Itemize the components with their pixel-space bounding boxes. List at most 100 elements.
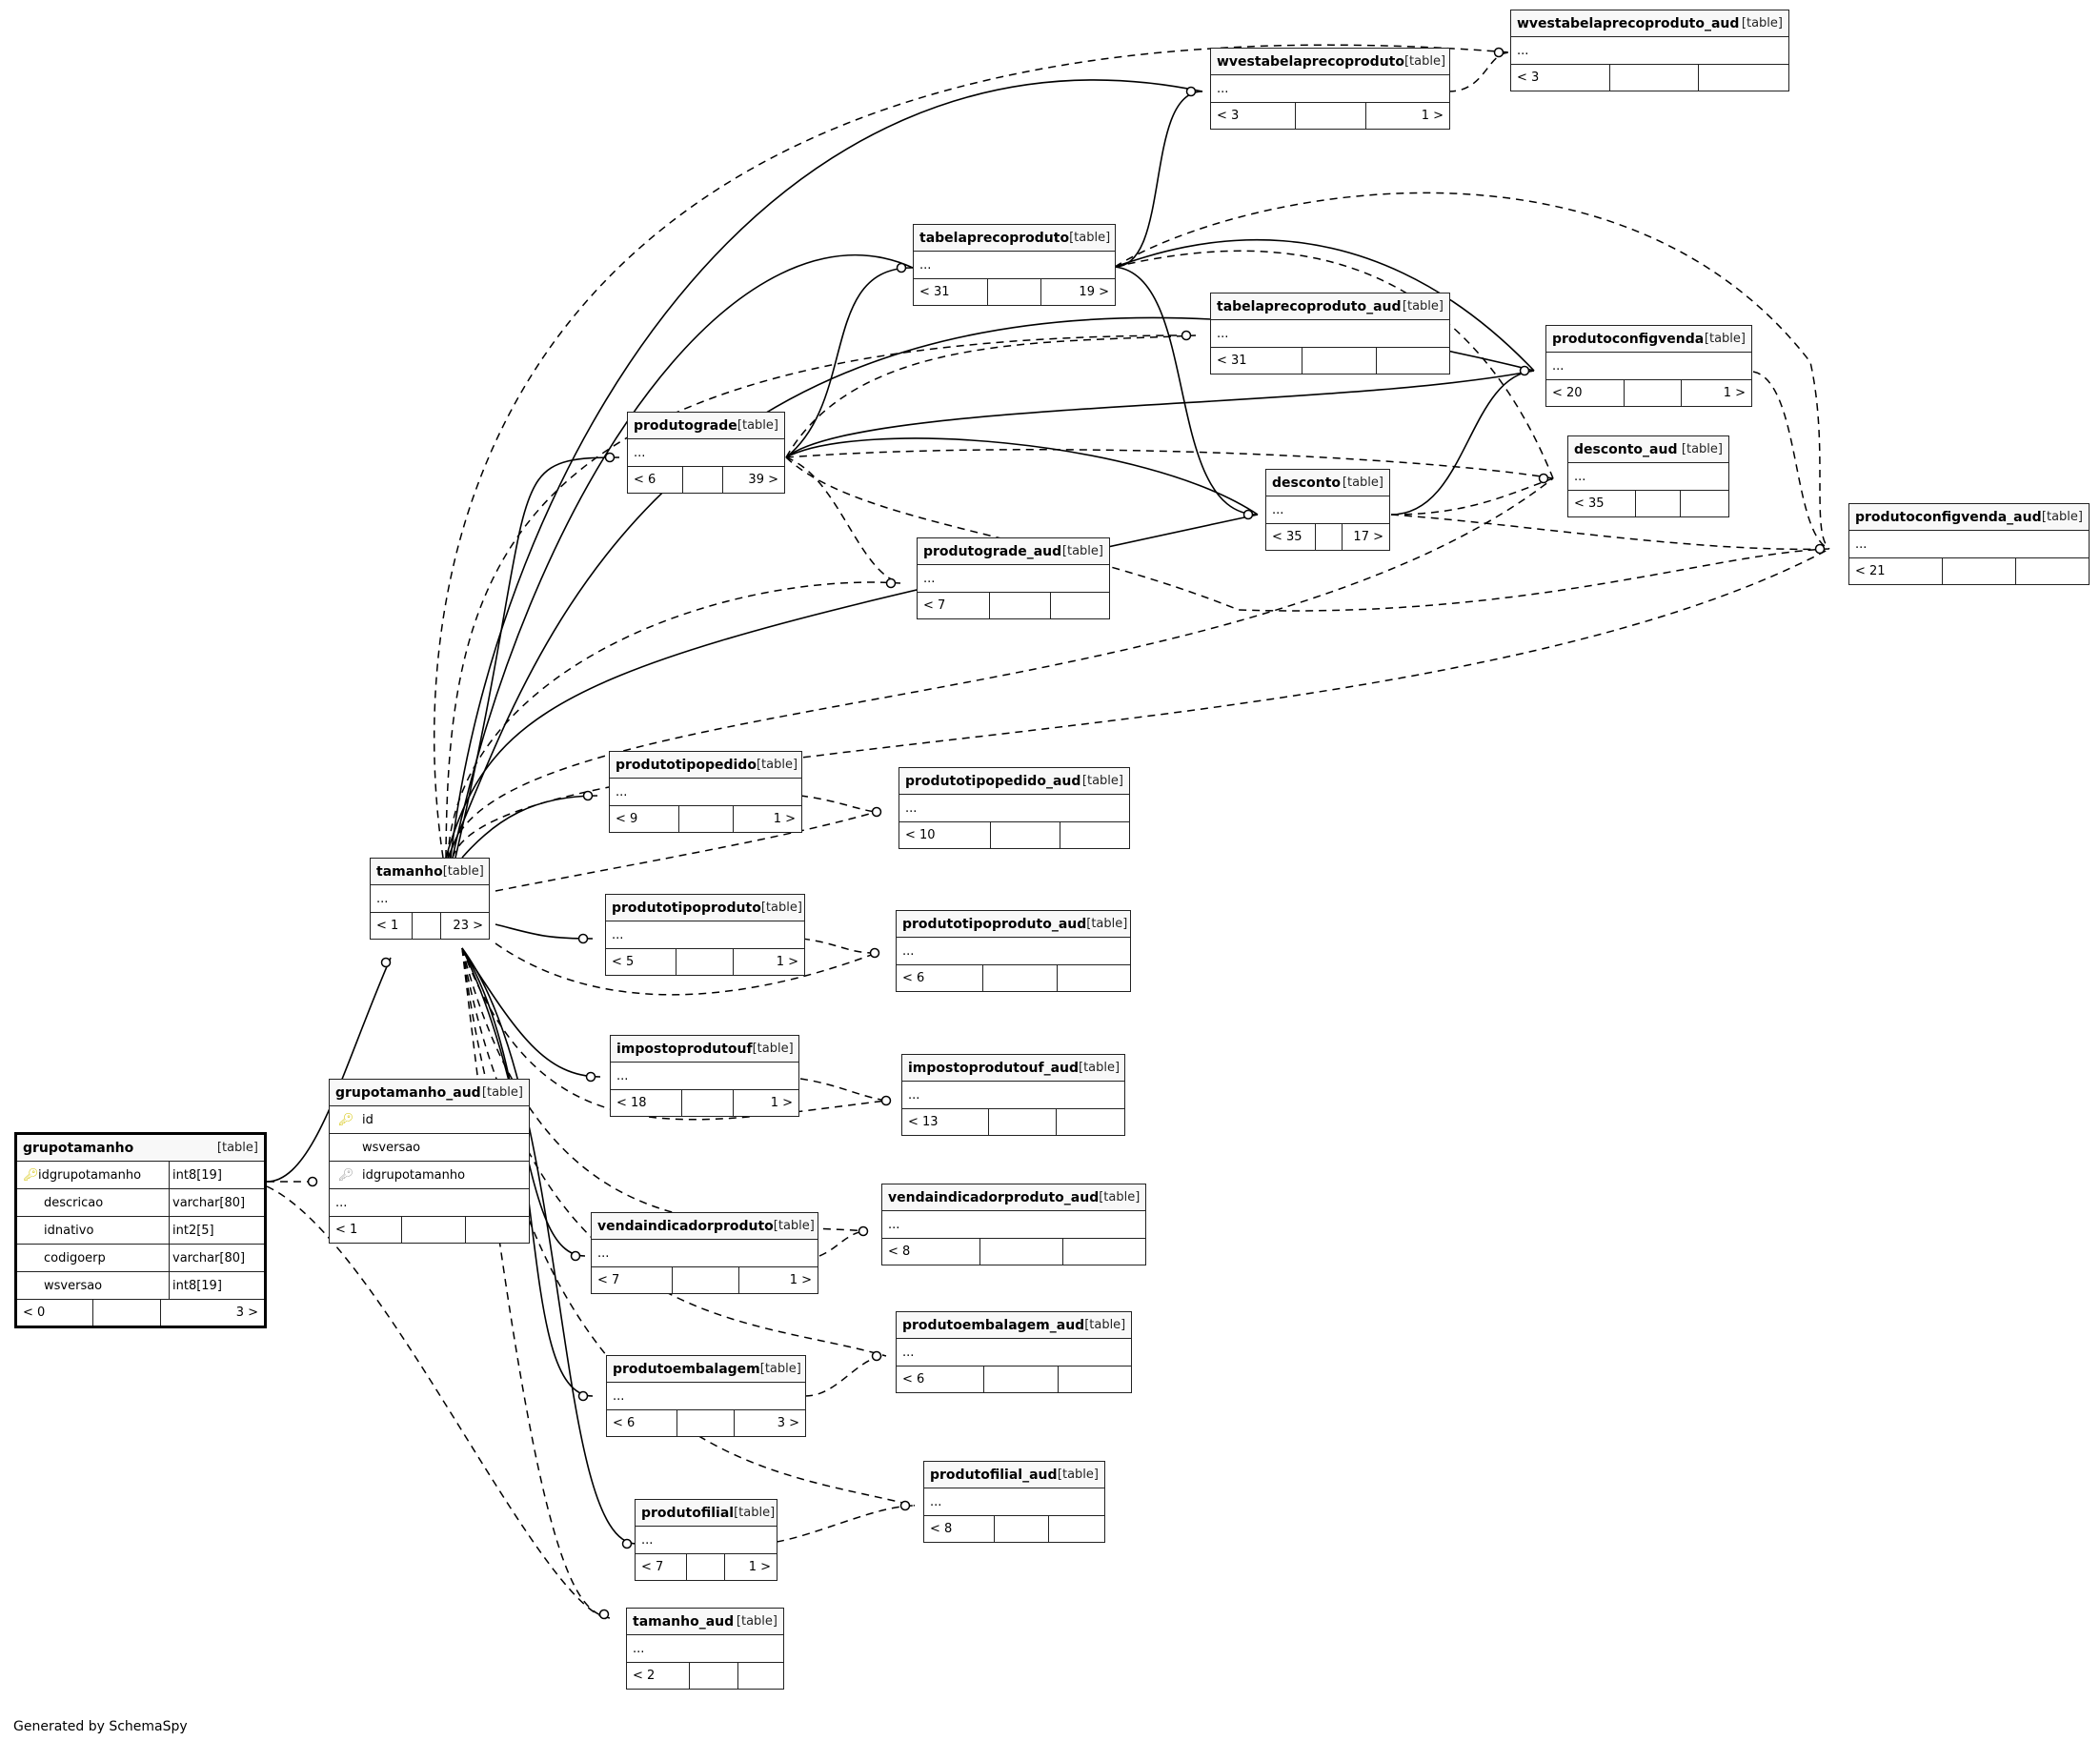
children-count[interactable] <box>1377 348 1449 374</box>
ellipsis-row: ... <box>918 565 1109 593</box>
children-count[interactable]: 19 > <box>1079 285 1109 299</box>
parents-count[interactable]: < 13 <box>902 1109 989 1135</box>
ellipsis-row: ... <box>1546 353 1751 380</box>
parents-count[interactable]: < 7 <box>918 593 990 618</box>
ellipsis-row: ... <box>882 1211 1145 1239</box>
children-count[interactable]: 17 > <box>1353 530 1383 544</box>
parents-count[interactable]: < 1 <box>330 1217 402 1243</box>
table-desconto_aud[interactable]: desconto_aud[table] ... < 35 <box>1567 435 1729 517</box>
children-count[interactable]: 23 > <box>453 919 483 933</box>
table-tag: [table] <box>734 1506 776 1520</box>
table-name: tamanho <box>376 863 443 880</box>
table-tag: [table] <box>1086 917 1128 931</box>
parents-count[interactable]: < 35 <box>1568 491 1636 516</box>
children-count[interactable] <box>738 1663 783 1689</box>
children-count[interactable]: 3 > <box>235 1306 258 1320</box>
table-grupotamanho_aud[interactable]: grupotamanho_aud[table] 🔑︎id wsversao 🔑︎… <box>329 1079 530 1244</box>
table-produtoembalagem_aud[interactable]: produtoembalagem_aud[table] ... < 6 <box>896 1311 1132 1393</box>
column-type: varchar[80] <box>169 1245 264 1271</box>
table-name: wvestabelaprecoproduto_aud <box>1517 15 1740 31</box>
ellipsis-row: ... <box>1211 75 1449 103</box>
parents-count[interactable]: < 21 <box>1849 558 1943 584</box>
table-name: wvestabelaprecoproduto <box>1217 53 1404 70</box>
children-count[interactable]: 1 > <box>776 955 798 969</box>
parents-count[interactable]: < 35 <box>1266 524 1316 550</box>
parents-count[interactable]: < 20 <box>1546 380 1625 406</box>
column-row: wsversao <box>330 1134 529 1162</box>
table-impostoprodutouf_aud[interactable]: impostoprodutouf_aud[table] ... < 13 <box>901 1054 1125 1136</box>
table-tag: [table] <box>1099 1190 1141 1205</box>
children-count[interactable]: 1 > <box>770 1096 793 1110</box>
parents-count[interactable]: < 31 <box>914 279 988 305</box>
ellipsis-row: ... <box>1266 496 1389 524</box>
children-count[interactable]: 1 > <box>789 1273 812 1287</box>
table-produtotipoproduto_aud[interactable]: produtotipoproduto_aud[table] ... < 6 <box>896 910 1131 992</box>
children-count[interactable] <box>1059 1366 1131 1392</box>
children-count[interactable] <box>1057 1109 1124 1135</box>
parents-count[interactable]: < 6 <box>628 467 683 493</box>
parents-count[interactable]: < 7 <box>636 1554 687 1580</box>
parents-count[interactable]: < 9 <box>610 806 679 832</box>
table-produtotipopedido_aud[interactable]: produtotipopedido_aud[table] ... < 10 <box>899 767 1130 849</box>
children-count[interactable]: 1 > <box>1421 109 1444 123</box>
parents-count[interactable]: < 6 <box>897 1366 984 1392</box>
parents-count[interactable]: < 6 <box>897 965 983 991</box>
parents-count[interactable]: < 2 <box>627 1663 690 1689</box>
table-wvestabelaprecoproduto_aud[interactable]: wvestabelaprecoproduto_aud[table] ... < … <box>1510 10 1789 91</box>
parents-count[interactable]: < 3 <box>1211 103 1296 129</box>
children-count[interactable]: 39 > <box>748 473 778 487</box>
column-name: id <box>362 1112 374 1127</box>
parents-count[interactable]: < 31 <box>1211 348 1302 374</box>
table-produtograde_aud[interactable]: produtograde_aud[table] ... < 7 <box>917 537 1110 619</box>
parents-count[interactable]: < 10 <box>899 822 991 848</box>
table-vendaindicadorproduto_aud[interactable]: vendaindicadorproduto_aud[table] ... < 8 <box>881 1184 1146 1265</box>
children-count[interactable] <box>1060 822 1129 848</box>
children-count[interactable]: 1 > <box>773 812 796 826</box>
parents-count[interactable]: < 8 <box>882 1239 980 1265</box>
parents-count[interactable]: < 8 <box>924 1516 995 1542</box>
children-count[interactable]: 1 > <box>1723 386 1746 400</box>
parents-count[interactable]: < 3 <box>1511 65 1610 91</box>
table-produtoconfigvenda_aud[interactable]: produtoconfigvenda_aud[table] ... < 21 <box>1848 503 2090 585</box>
table-tag: [table] <box>1081 774 1123 788</box>
children-count[interactable] <box>1681 491 1728 516</box>
table-name: produtotipoproduto <box>612 900 761 916</box>
parents-count[interactable]: < 18 <box>611 1090 682 1116</box>
table-tag: [table] <box>759 1362 801 1376</box>
parents-count[interactable]: < 7 <box>592 1267 673 1293</box>
children-count[interactable] <box>466 1217 529 1243</box>
ellipsis-row: ... <box>902 1082 1124 1109</box>
children-count[interactable]: 1 > <box>748 1560 771 1574</box>
children-count[interactable] <box>1699 65 1788 91</box>
table-produtofilial_aud[interactable]: produtofilial_aud[table] ... < 8 <box>923 1461 1105 1543</box>
table-tabelaprecoproduto_aud[interactable]: tabelaprecoproduto_aud[table] ... < 31 <box>1210 293 1450 375</box>
children-count[interactable] <box>1049 1516 1104 1542</box>
parents-count[interactable]: < 6 <box>607 1410 677 1436</box>
parents-count[interactable]: < 1 <box>371 913 413 939</box>
children-count[interactable] <box>2016 558 2089 584</box>
children-count[interactable] <box>1063 1239 1145 1265</box>
parents-count[interactable]: < 0 <box>17 1300 93 1326</box>
children-count[interactable]: 3 > <box>777 1416 799 1430</box>
children-count[interactable] <box>1051 593 1109 618</box>
table-tamanho_aud[interactable]: tamanho_aud[table] ... < 2 <box>626 1608 784 1690</box>
children-count[interactable] <box>1058 965 1130 991</box>
table-name: vendaindicadorproduto <box>597 1218 774 1234</box>
parents-count[interactable]: < 5 <box>606 949 676 975</box>
